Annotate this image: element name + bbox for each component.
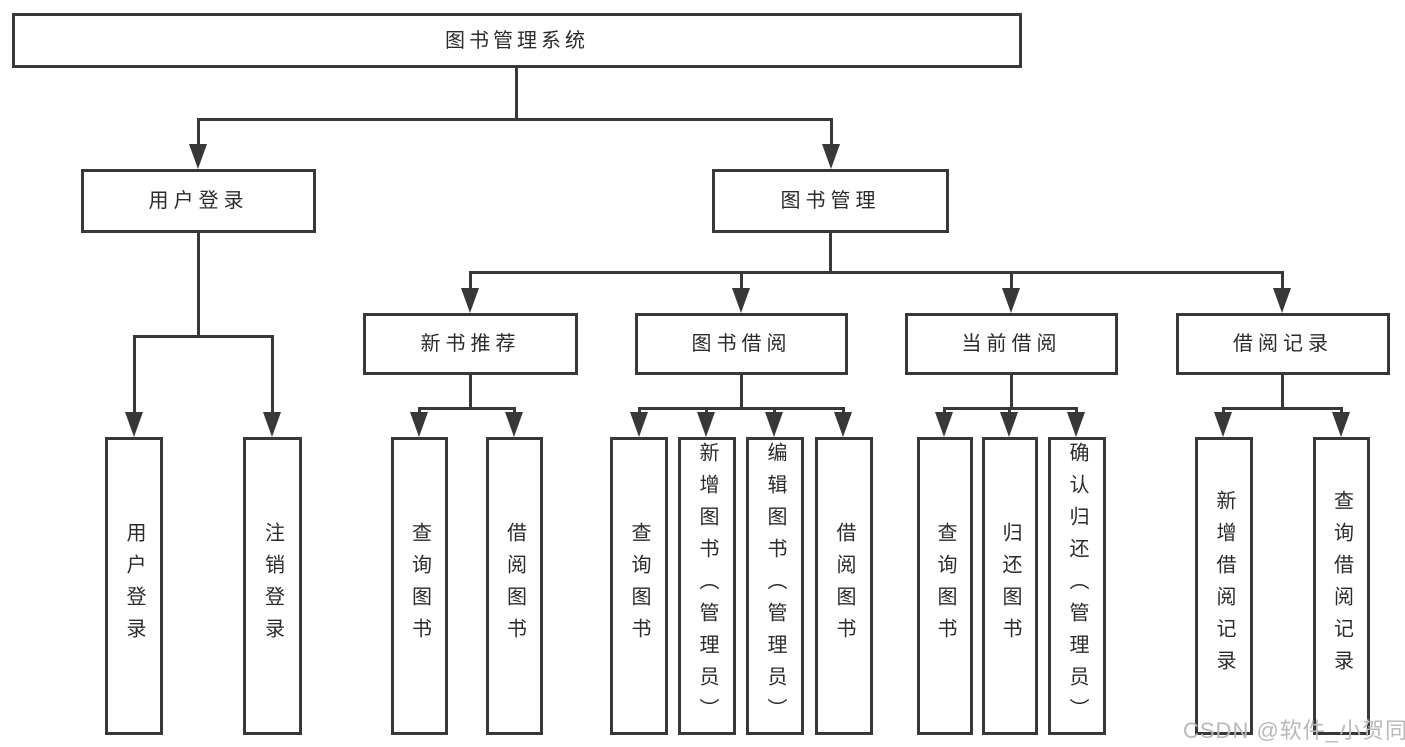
leaf-query-borrow-record: 查询借阅记录 <box>1313 437 1370 735</box>
arrowhead-down-icon <box>505 412 523 437</box>
arrowhead-down-icon <box>822 144 840 169</box>
connector-line <box>197 118 833 121</box>
connector-line <box>829 233 832 274</box>
leaf-return-books: 归还图书 <box>982 437 1038 735</box>
leaf-user-login: 用户登录 <box>105 437 163 735</box>
arrowhead-down-icon <box>765 412 783 437</box>
connector-line <box>197 118 200 148</box>
node-label: 新增图书（管理员） <box>696 442 718 730</box>
arrowhead-down-icon <box>1332 412 1350 437</box>
arrowhead-down-icon <box>263 412 281 437</box>
arrowhead-down-icon <box>1273 288 1291 313</box>
node-borrowing-records: 借阅记录 <box>1176 313 1390 375</box>
node-label: 编辑图书（管理员） <box>764 442 786 730</box>
connector-line <box>740 271 743 291</box>
connector-line <box>197 233 200 337</box>
arrowhead-down-icon <box>697 412 715 437</box>
node-label: 归还图书 <box>999 522 1021 650</box>
leaf-add-borrow-record: 新增借阅记录 <box>1195 437 1253 735</box>
leaf-borrow-books: 借阅图书 <box>815 437 873 735</box>
arrowhead-down-icon <box>1067 412 1085 437</box>
connector-line <box>1281 271 1284 291</box>
leaf-logout: 注销登录 <box>243 437 302 735</box>
node-label: 查询图书 <box>628 522 650 650</box>
arrowhead-down-icon <box>1000 412 1018 437</box>
node-label: 用户登录 <box>123 522 145 650</box>
connector-line <box>418 407 516 410</box>
connector-line <box>740 375 743 409</box>
arrowhead-down-icon <box>732 288 750 313</box>
arrowhead-down-icon <box>834 412 852 437</box>
leaf-add-books-admin: 新增图书（管理员） <box>678 437 736 735</box>
arrowhead-down-icon <box>461 288 479 313</box>
connector-line <box>1281 375 1284 409</box>
connector-line <box>469 271 472 291</box>
node-label: 借阅记录 <box>1233 333 1333 355</box>
connector-line <box>133 335 274 338</box>
node-label: 图书借阅 <box>691 333 792 355</box>
arrowhead-down-icon <box>189 144 207 169</box>
connector-line <box>1222 407 1343 410</box>
leaf-confirm-return-admin: 确认归还（管理员） <box>1048 437 1106 735</box>
node-label: 确认归还（管理员） <box>1066 442 1088 730</box>
node-new-book-recommend: 新书推荐 <box>363 313 578 375</box>
node-label: 查询图书 <box>408 522 431 650</box>
node-label: 新增借阅记录 <box>1213 490 1235 682</box>
leaf-borrow-books-recommend: 借阅图书 <box>486 437 543 735</box>
node-label: 借阅图书 <box>833 522 855 650</box>
watermark: CSDN @软件_小贺同学 <box>1183 718 1405 743</box>
node-label: 注销登录 <box>261 522 284 650</box>
node-label: 图书管理 <box>780 190 881 212</box>
leaf-query-books-borrowing: 查询图书 <box>610 437 668 735</box>
arrowhead-down-icon <box>410 412 428 437</box>
leaf-query-books-recommend: 查询图书 <box>391 437 448 735</box>
arrowhead-down-icon <box>935 412 953 437</box>
node-label: 查询借阅记录 <box>1330 490 1353 682</box>
node-library-management-system: 图书管理系统 <box>12 13 1022 68</box>
node-book-management: 图书管理 <box>712 169 949 233</box>
arrowhead-down-icon <box>125 412 143 437</box>
connector-line <box>1010 375 1013 409</box>
node-current-borrowing: 当前借阅 <box>905 313 1118 375</box>
arrowhead-down-icon <box>630 412 648 437</box>
node-label: 查询图书 <box>934 522 956 650</box>
node-book-borrowing: 图书借阅 <box>635 313 848 375</box>
connector-line <box>638 407 845 410</box>
node-label: 借阅图书 <box>503 522 526 650</box>
arrowhead-down-icon <box>1214 412 1232 437</box>
leaf-query-books-current: 查询图书 <box>917 437 973 735</box>
connector-line <box>830 118 833 148</box>
connector-line <box>1010 271 1013 291</box>
connector-line <box>133 335 136 417</box>
arrowhead-down-icon <box>1002 288 1020 313</box>
connector-line <box>271 335 274 417</box>
connector-line <box>515 68 518 120</box>
node-label: 当前借阅 <box>961 333 1062 355</box>
connector-line <box>469 375 472 409</box>
node-label: 新书推荐 <box>420 333 521 355</box>
connector-line <box>469 271 1284 274</box>
node-label: 用户登录 <box>148 190 249 212</box>
leaf-edit-books-admin: 编辑图书（管理员） <box>746 437 804 735</box>
node-user-login: 用户登录 <box>81 169 316 233</box>
node-label: 图书管理系统 <box>445 29 589 52</box>
